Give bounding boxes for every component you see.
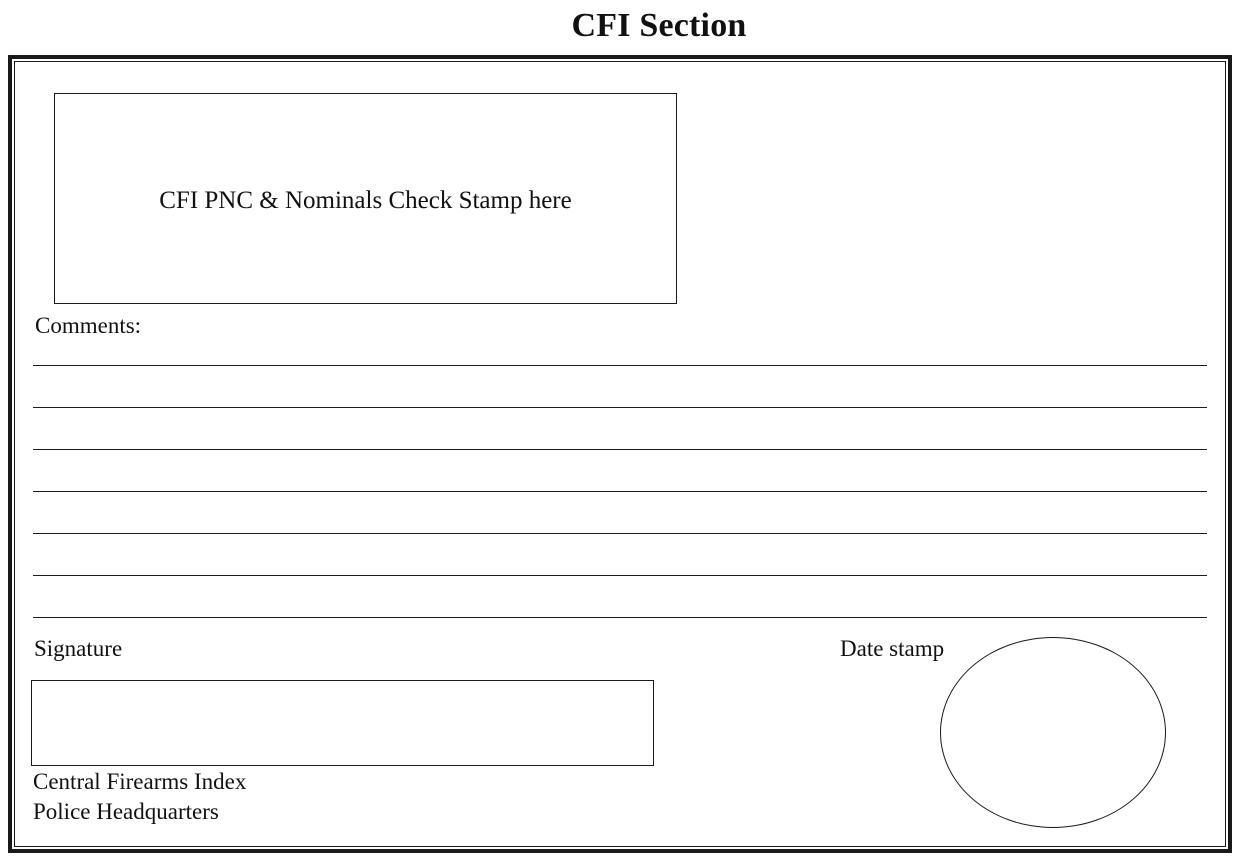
pnc-stamp-box[interactable]: CFI PNC & Nominals Check Stamp here [54, 93, 677, 304]
comment-line-7[interactable] [33, 617, 1207, 618]
date-stamp-label: Date stamp [840, 636, 945, 661]
comment-line-6[interactable] [33, 575, 1207, 576]
form-outer-border [8, 55, 1232, 853]
form-title: CFI Section [571, 7, 747, 44]
comment-line-2[interactable] [33, 407, 1207, 408]
date-stamp-oval[interactable] [940, 637, 1166, 828]
comments-label: Comments: [35, 313, 142, 338]
footer-line-1: Central Firearms Index [33, 769, 247, 794]
comment-line-4[interactable] [33, 491, 1207, 492]
signature-box[interactable] [31, 680, 654, 766]
footer-line-2: Police Headquarters [33, 799, 219, 824]
form-inner-border [14, 61, 1226, 847]
comment-line-1[interactable] [33, 365, 1207, 366]
comment-line-5[interactable] [33, 533, 1207, 534]
comment-line-3[interactable] [33, 449, 1207, 450]
pnc-stamp-label: CFI PNC & Nominals Check Stamp here [159, 186, 572, 214]
signature-label: Signature [34, 636, 123, 661]
